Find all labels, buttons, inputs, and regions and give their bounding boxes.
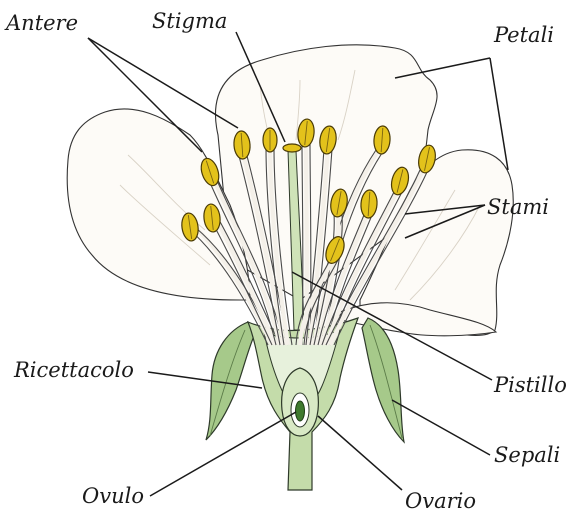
sepal-right xyxy=(362,318,404,442)
label-ovulo: Ovulo xyxy=(82,484,144,508)
leader-petali-2 xyxy=(490,58,508,170)
label-stami: Stami xyxy=(487,195,549,219)
leader-sepali xyxy=(392,400,490,455)
label-petali: Petali xyxy=(493,23,554,47)
label-antere: Antere xyxy=(4,11,78,35)
label-pistillo: Pistillo xyxy=(493,373,567,397)
leader-ovulo xyxy=(150,412,296,496)
leader-ricettacolo xyxy=(148,372,262,388)
label-ricettacolo: Ricettacolo xyxy=(13,358,134,382)
label-stigma: Stigma xyxy=(152,9,227,33)
label-sepali: Sepali xyxy=(494,443,560,467)
ovule xyxy=(296,401,305,421)
label-ovario: Ovario xyxy=(405,489,476,513)
stigma xyxy=(283,144,301,152)
leader-ovario xyxy=(318,416,402,490)
anther xyxy=(263,128,277,152)
